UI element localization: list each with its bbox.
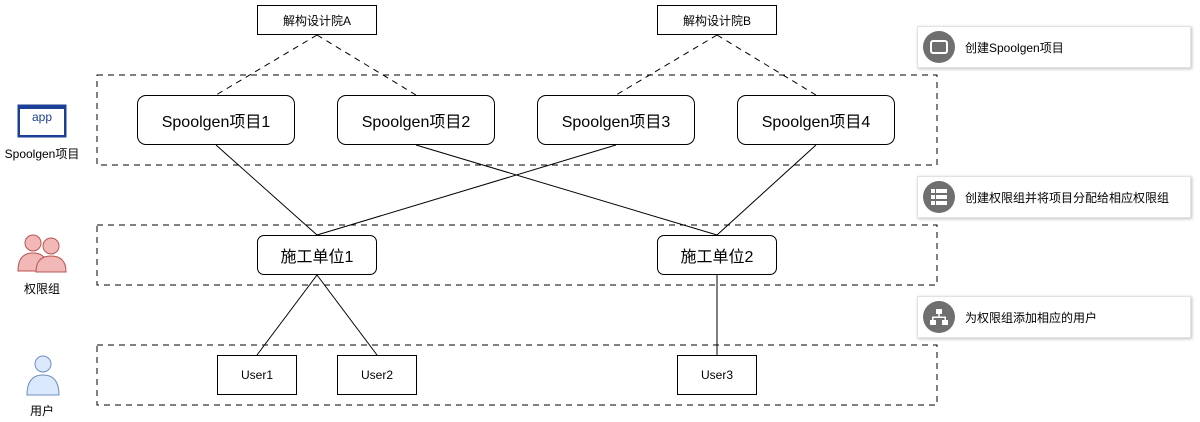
step-create-groups: 创建权限组并将项目分配给相应权限组 — [917, 176, 1191, 218]
edge-instA-proj1 — [215, 34, 318, 96]
project-node-3[interactable]: Spoolgen项目3 — [537, 95, 695, 145]
edge-unit1-user2 — [316, 274, 378, 356]
window-icon — [923, 31, 955, 63]
unit-node-2-label: 施工单位2 — [680, 249, 754, 266]
projects-legend-label: Spoolgen项目 — [4, 147, 80, 161]
design-institute-b-label: 解构设计院B — [682, 13, 751, 28]
hierarchy-icon — [923, 301, 955, 333]
edge-instA-proj2 — [316, 34, 417, 96]
user-node-3-label: User3 — [700, 368, 733, 382]
groups-layer-frame — [96, 224, 938, 286]
list-icon — [923, 181, 955, 213]
user-icon — [26, 355, 60, 396]
edge-proj1-unit1 — [215, 144, 318, 236]
edge-proj2-unit2 — [415, 144, 718, 236]
step-create-projects-text: 创建Spoolgen项目 — [965, 40, 1064, 55]
users-layer-frame — [96, 344, 938, 406]
design-institute-b[interactable]: 解构设计院B — [657, 5, 777, 35]
user-node-3[interactable]: User3 — [677, 355, 757, 395]
app-window-icon: app — [17, 104, 67, 138]
step-add-users-text: 为权限组添加相应的用户 — [965, 310, 1098, 325]
project-node-4-label: Spoolgen项目4 — [761, 114, 871, 131]
project-node-1[interactable]: Spoolgen项目1 — [137, 95, 295, 145]
edge-proj3-unit1 — [316, 144, 617, 236]
step-create-projects: 创建Spoolgen项目 — [917, 26, 1191, 68]
design-institute-a-label: 解构设计院A — [282, 13, 351, 28]
user-group-icon — [17, 234, 67, 273]
unit-node-1-label: 施工单位1 — [280, 249, 354, 266]
project-node-4[interactable]: Spoolgen项目4 — [737, 95, 895, 145]
unit-node-2[interactable]: 施工单位2 — [657, 235, 777, 275]
step-create-groups-text: 创建权限组并将项目分配给相应权限组 — [965, 190, 1170, 205]
edge-instB-proj3 — [615, 34, 718, 96]
edge-unit1-user1 — [256, 274, 318, 356]
user-node-2[interactable]: User2 — [337, 355, 417, 395]
project-node-1-label: Spoolgen项目1 — [161, 114, 271, 131]
unit-node-1[interactable]: 施工单位1 — [257, 235, 377, 275]
groups-legend-label: 权限组 — [23, 282, 60, 296]
projects-layer-frame — [96, 74, 938, 166]
edge-proj4-unit2 — [716, 144, 817, 236]
design-institute-a[interactable]: 解构设计院A — [257, 5, 377, 35]
user-node-1-label: User1 — [240, 368, 273, 382]
user-node-2-label: User2 — [360, 368, 393, 382]
app-icon-text: app — [32, 110, 52, 124]
edge-instB-proj4 — [716, 34, 817, 96]
step-add-users: 为权限组添加相应的用户 — [917, 296, 1191, 338]
project-node-2[interactable]: Spoolgen项目2 — [337, 95, 495, 145]
project-node-2-label: Spoolgen项目2 — [361, 114, 471, 131]
users-legend-label: 用户 — [29, 404, 54, 418]
user-node-1[interactable]: User1 — [217, 355, 297, 395]
project-node-3-label: Spoolgen项目3 — [561, 114, 671, 131]
